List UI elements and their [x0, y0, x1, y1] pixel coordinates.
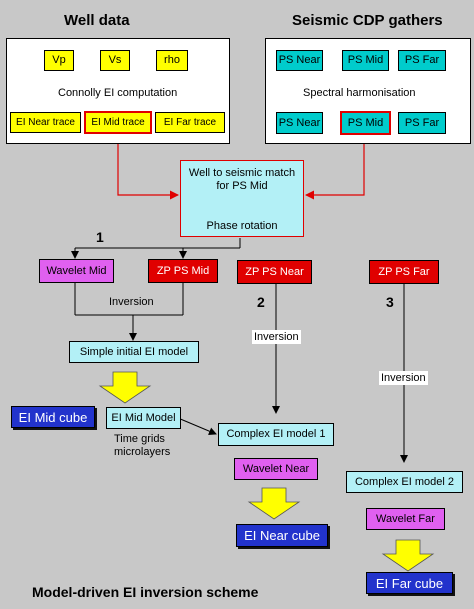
- yellow-arrow-near-icon: [247, 487, 301, 520]
- yellow-arrow-mid-icon: [98, 371, 152, 404]
- time-grids-label: Time grids: [114, 433, 165, 445]
- yellow-arrow-far-icon: [381, 539, 435, 572]
- phase-rotation-label: Phase rotation: [206, 220, 278, 232]
- inversion-mid-label: Inversion: [109, 296, 154, 308]
- well-data-heading: Well data: [64, 12, 130, 29]
- complex-ei-model-2-box: Complex EI model 2: [346, 471, 463, 493]
- gather-ps-near: PS Near: [276, 50, 323, 71]
- harmonised-ps-mid: PS Mid: [340, 111, 391, 135]
- harmonised-ps-near: PS Near: [276, 112, 323, 134]
- gather-ps-mid: PS Mid: [342, 50, 389, 71]
- red-arrow-seismic: [305, 134, 365, 200]
- simple-initial-ei-model-box: Simple initial EI model: [69, 341, 199, 363]
- harmonised-ps-far: PS Far: [398, 112, 446, 134]
- arrow-mid-model-to-complex1: [177, 417, 217, 435]
- match-line-1: Well to seismic match: [188, 167, 296, 179]
- trace-ei-near: EI Near trace: [10, 112, 81, 133]
- diagram-title: Model-driven EI inversion scheme: [32, 584, 259, 600]
- ei-mid-cube-box: EI Mid cube: [11, 406, 95, 428]
- ei-far-cube-box: EI Far cube: [366, 572, 453, 594]
- ei-near-cube-box: EI Near cube: [236, 524, 328, 547]
- match-line-2: for PS Mid: [216, 180, 268, 192]
- red-arrow-well: [117, 133, 179, 200]
- complex-ei-model-1-box: Complex EI model 1: [218, 423, 334, 446]
- wavelet-mid-box: Wavelet Mid: [39, 259, 114, 283]
- log-rho: rho: [156, 50, 188, 71]
- well-to-seismic-match-box: Well to seismic match for PS Mid Phase r…: [180, 160, 304, 237]
- step-number-2: 2: [257, 294, 265, 310]
- step-number-1: 1: [96, 229, 104, 245]
- step-number-3: 3: [386, 294, 394, 310]
- ei-mid-model-box: EI Mid Model: [106, 407, 181, 429]
- wavelet-far-box: Wavelet Far: [366, 508, 445, 530]
- zp-ps-near-box: ZP PS Near: [237, 260, 312, 284]
- wavelet-near-box: Wavelet Near: [234, 458, 318, 480]
- connolly-label: Connolly EI computation: [58, 87, 178, 99]
- zp-ps-mid-box: ZP PS Mid: [148, 259, 218, 283]
- microlayers-label: microlayers: [114, 446, 171, 458]
- inversion-near-label: Inversion: [252, 330, 301, 344]
- trace-ei-mid: EI Mid trace: [84, 111, 152, 134]
- gather-ps-far: PS Far: [398, 50, 446, 71]
- zp-ps-far-box: ZP PS Far: [369, 260, 439, 284]
- log-vs: Vs: [100, 50, 130, 71]
- inversion-far-label: Inversion: [379, 371, 428, 385]
- trace-ei-far: EI Far trace: [155, 112, 225, 133]
- log-vp: Vp: [44, 50, 74, 71]
- seismic-heading: Seismic CDP gathers: [292, 12, 443, 29]
- spectral-harmonisation-label: Spectral harmonisation: [303, 87, 416, 99]
